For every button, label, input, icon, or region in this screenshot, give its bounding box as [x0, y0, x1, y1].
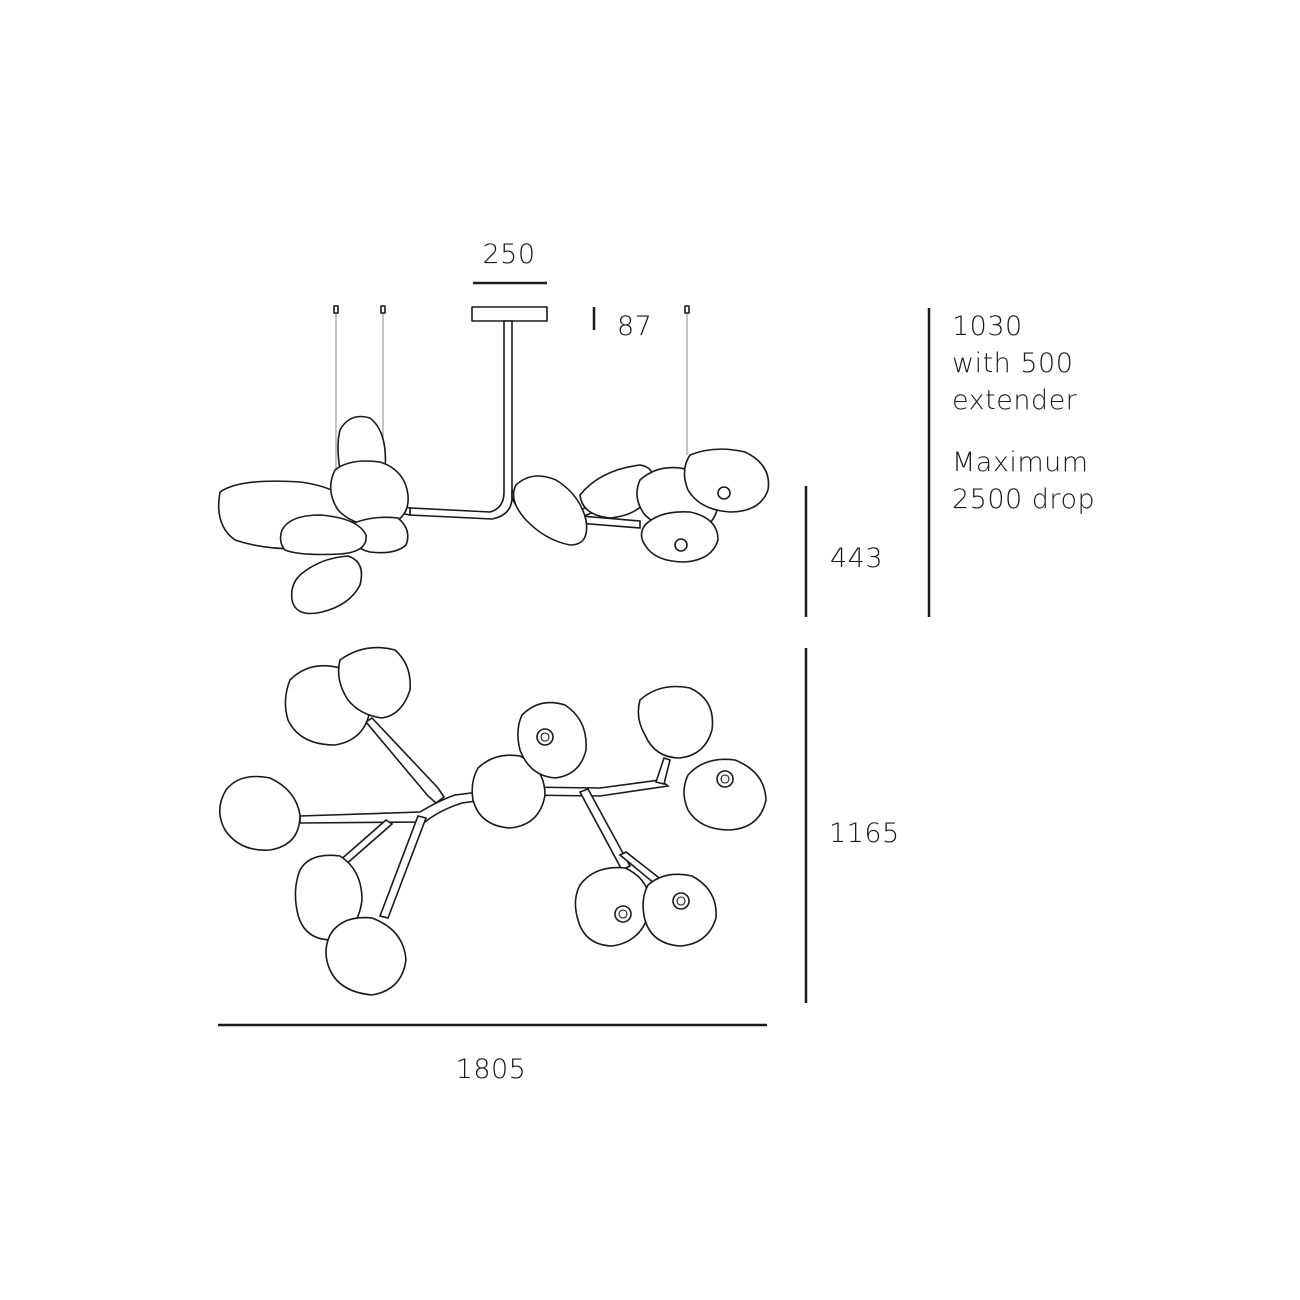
branch-lower-left	[378, 815, 428, 919]
bulb-socket-inner	[618, 909, 628, 919]
overall-width-label: 1805	[456, 1054, 527, 1085]
plan-view	[218, 646, 767, 996]
canopy-height-label: 87	[617, 311, 652, 342]
cable-gripper	[684, 305, 690, 314]
bulb-socket	[672, 892, 690, 910]
branch-lower-left-2	[336, 818, 394, 868]
max-drop-label-line2: 2500 drop	[952, 484, 1095, 515]
bulb-socket-inner	[720, 774, 730, 784]
glass-shade	[290, 555, 363, 615]
bulb-socket	[674, 538, 688, 552]
glass-shade	[637, 685, 714, 759]
glass-shade	[683, 448, 770, 513]
drop-label-line3: extender	[952, 385, 1078, 416]
bulb-socket-inner	[540, 732, 550, 742]
ceiling-canopy	[471, 306, 548, 322]
glass-shade	[329, 460, 409, 527]
max-drop-label-line1: Maximum	[952, 447, 1089, 478]
drop-label-line1: 1030	[952, 311, 1023, 342]
branch-upper-right	[654, 756, 671, 785]
glass-shade	[325, 916, 407, 996]
glass-shade	[574, 866, 651, 947]
glass-shade	[683, 758, 767, 831]
bulb-socket	[717, 486, 731, 500]
side-elevation-view	[217, 305, 770, 615]
cable-gripper	[333, 305, 339, 314]
glass-shade	[279, 514, 367, 556]
bulb-socket	[716, 770, 734, 788]
glass-shade	[337, 646, 412, 719]
side-height-label: 443	[830, 543, 883, 574]
central-stem	[409, 320, 513, 520]
bulb-socket	[536, 728, 554, 746]
glass-shade	[218, 775, 301, 851]
glass-shade	[642, 873, 717, 947]
branch-lower-right	[578, 788, 632, 872]
bulb-socket-inner	[676, 896, 686, 906]
drop-label-line2: with 500	[952, 348, 1073, 379]
bulb-socket	[614, 905, 632, 923]
main-branch	[299, 779, 671, 824]
canopy-width-label: 250	[482, 239, 535, 270]
cable-gripper	[380, 305, 386, 314]
glass-shade	[512, 475, 588, 546]
branch-upper-left	[364, 716, 446, 805]
depth-label: 1165	[829, 818, 900, 849]
glass-shade	[471, 754, 546, 829]
glass-shade	[640, 510, 719, 563]
